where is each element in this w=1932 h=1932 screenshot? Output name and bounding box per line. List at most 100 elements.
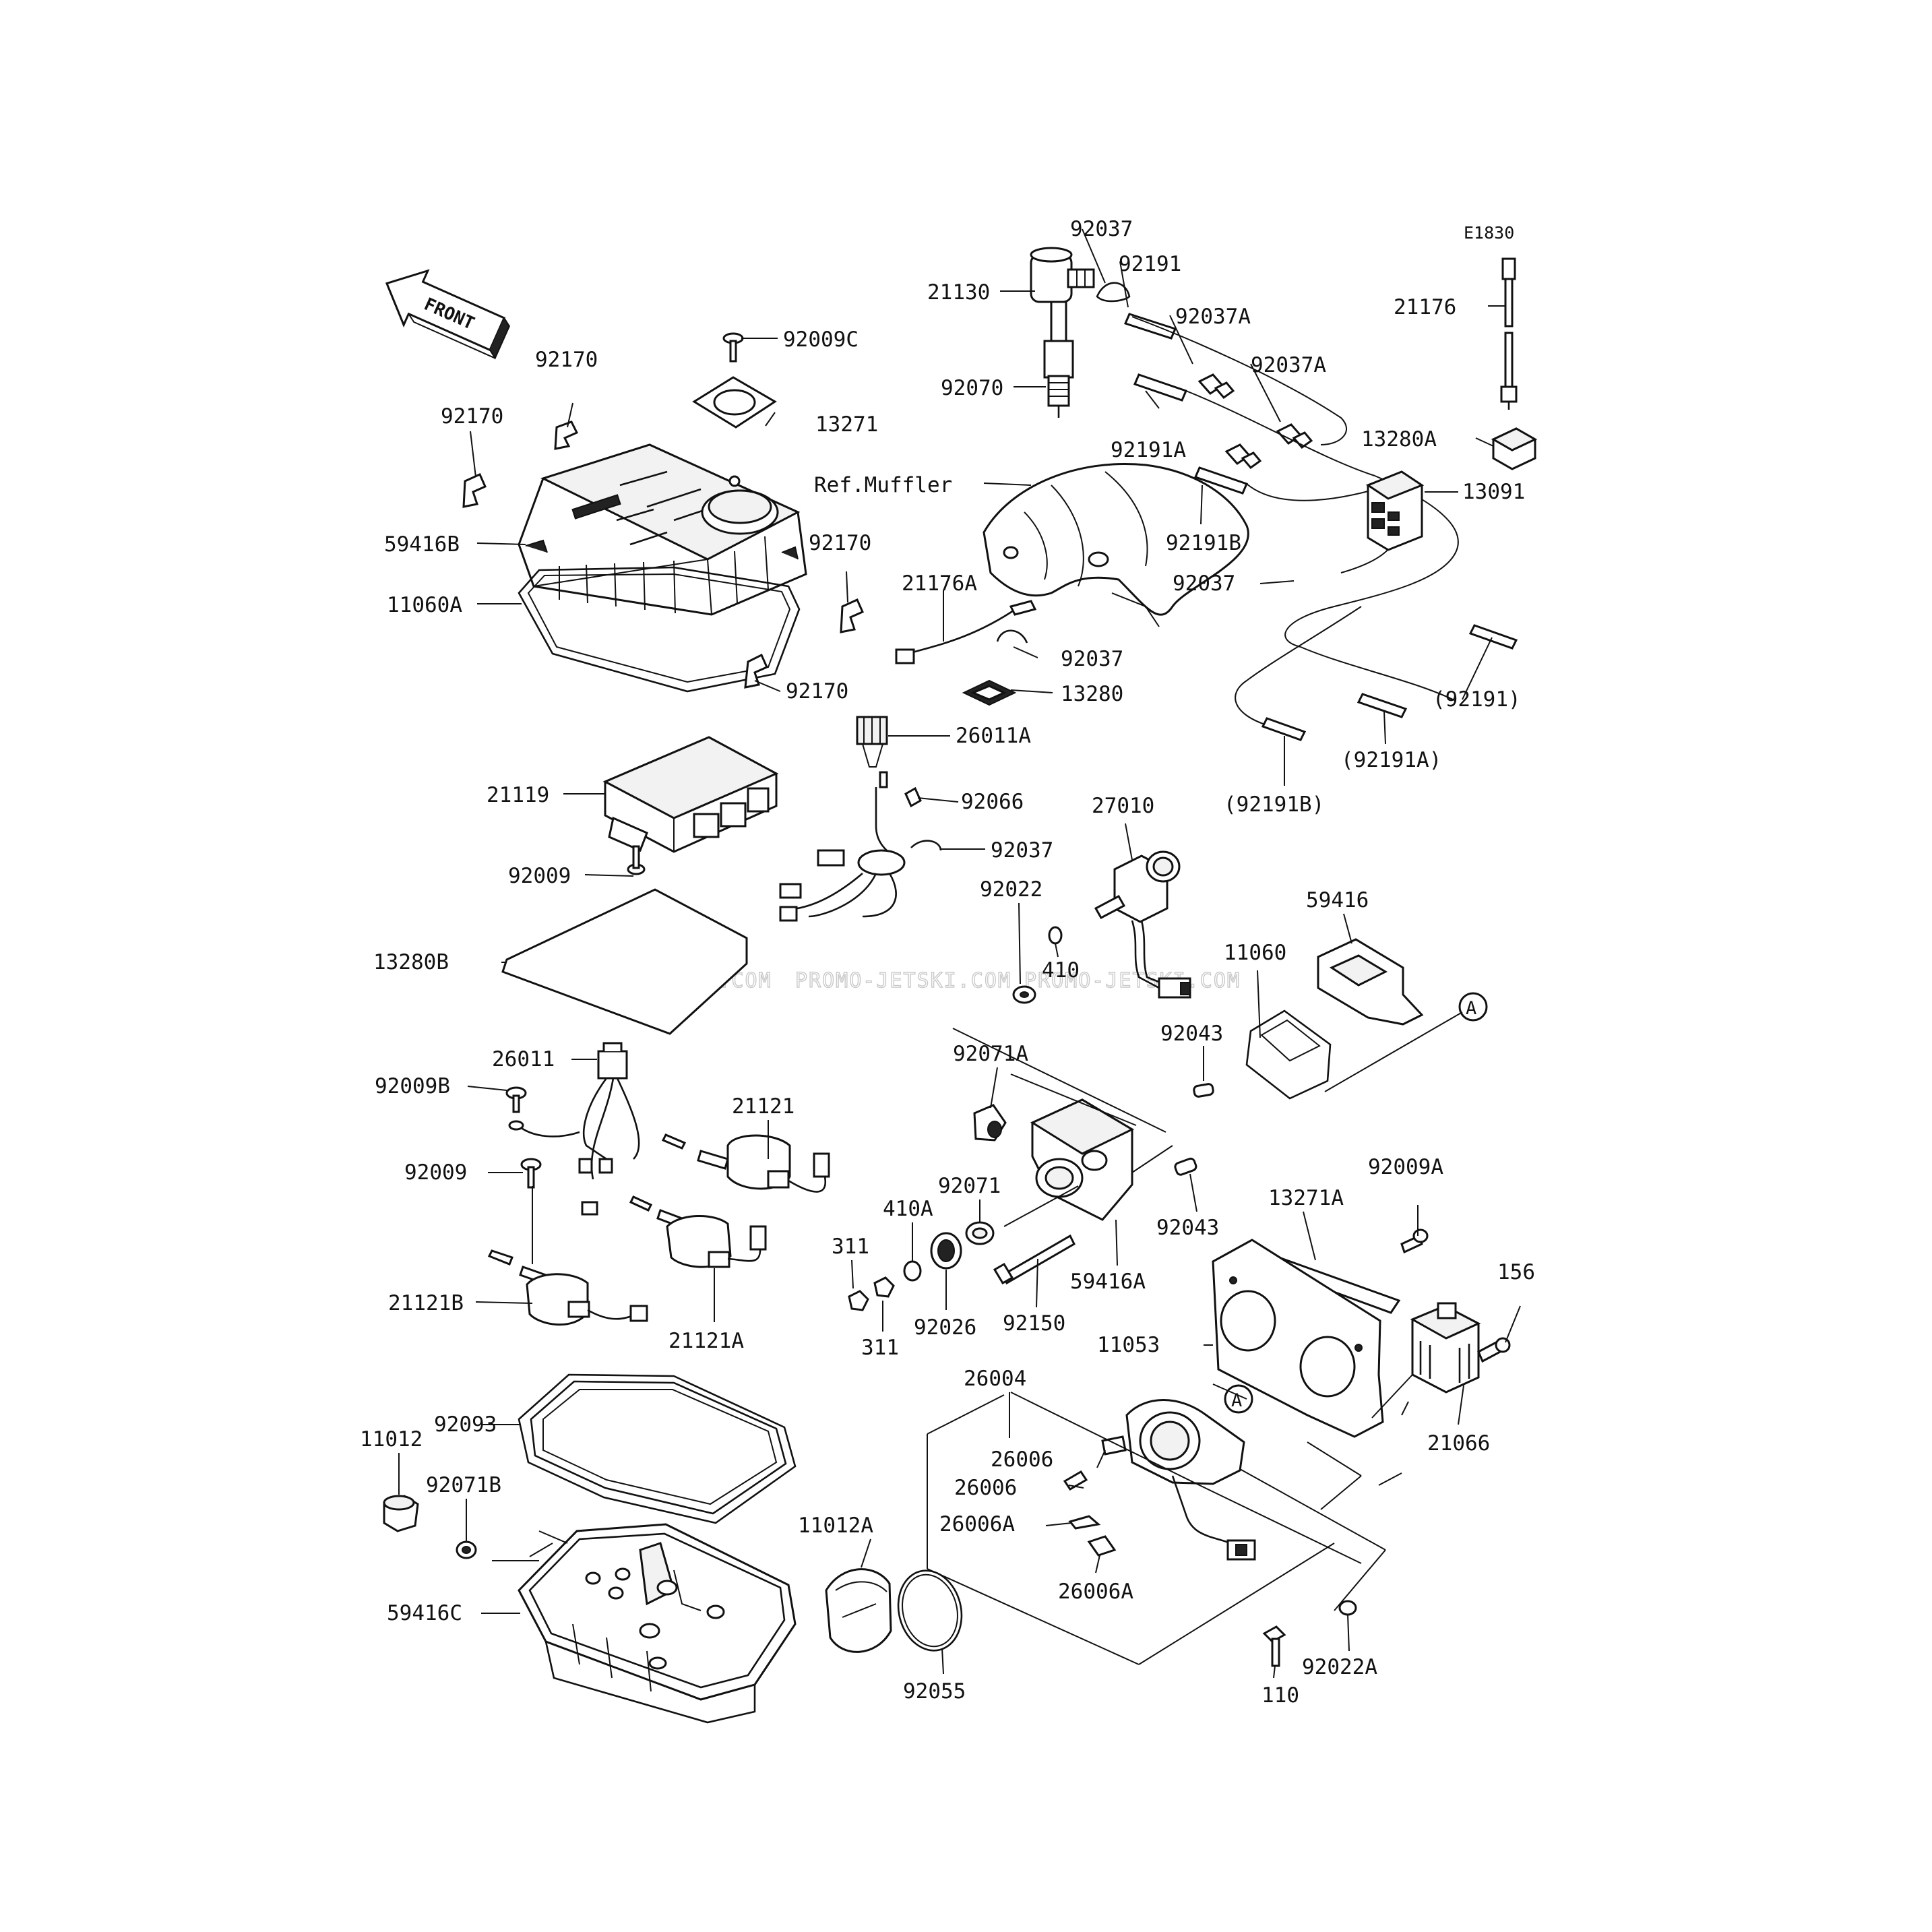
label-92191a-paren: (92191A): [1341, 748, 1441, 772]
cover-59416-icon: [1317, 938, 1424, 1026]
label-92037-a: 92037: [1070, 217, 1133, 241]
label-92170-c: 92170: [809, 531, 871, 555]
label-21176: 21176: [1394, 295, 1456, 319]
label-11060a: 11060A: [387, 593, 462, 617]
label-59416b: 59416B: [384, 532, 460, 557]
part-labels: 92037 92191 21130 92037A 92037A 92070 92…: [360, 217, 1535, 1708]
label-92150: 92150: [1003, 1311, 1065, 1336]
label-59416a: 59416A: [1070, 1270, 1146, 1294]
label-92043-a: 92043: [1160, 1022, 1223, 1046]
diagram-code: E1830: [1464, 223, 1514, 243]
label-ref-muffler: Ref.Muffler: [814, 473, 952, 497]
label-92170-b: 92170: [441, 404, 503, 429]
label-92009c: 92009C: [783, 328, 859, 352]
label-21119: 21119: [487, 783, 549, 807]
wiring-harness: [1131, 316, 1459, 726]
label-92037a-1: 92037A: [1175, 305, 1251, 329]
sensor-21176a-icon: [895, 600, 1037, 664]
label-92022a: 92022A: [1302, 1655, 1377, 1679]
tube-92191-icon: [1123, 313, 1249, 495]
switch-27010-icon: [1094, 850, 1191, 999]
label-92070: 92070: [941, 376, 1003, 400]
label-311-b: 311: [861, 1336, 899, 1360]
grommet-92071b-icon: [456, 1540, 477, 1559]
cdi-box-21119-icon: [602, 736, 779, 853]
label-26011: 26011: [492, 1047, 555, 1071]
label-13280b: 13280B: [373, 950, 449, 974]
label-21066: 21066: [1427, 1431, 1490, 1456]
bolt-92150-icon: [993, 1234, 1076, 1285]
label-92170-a: 92170: [535, 348, 598, 372]
label-59416: 59416: [1306, 888, 1369, 912]
mat-13280b-icon: [501, 888, 748, 1035]
o-ring-92055-icon: [897, 1569, 963, 1652]
label-92037-c: 92037: [1061, 647, 1123, 671]
label-156: 156: [1497, 1260, 1535, 1284]
label-92022: 92022: [980, 877, 1042, 902]
plate-11053-icon: [1212, 1239, 1384, 1438]
watermark-3: PROMO-JETSKI.COM: [1024, 969, 1241, 993]
callout-a-circle: [1458, 992, 1488, 1022]
tube-92191-right-icon: [1261, 624, 1518, 741]
label-26006-a: 26006: [991, 1447, 1053, 1472]
watermark-2: PROMO-JETSKI.COM: [795, 969, 1011, 993]
block-13280a-icon: [1491, 427, 1538, 470]
clamp-92037a-icon: [1197, 373, 1313, 470]
label-21121a: 21121A: [668, 1329, 744, 1353]
label-110: 110: [1261, 1683, 1299, 1708]
label-92071b: 92071B: [426, 1473, 501, 1497]
label-26006a-a: 26006A: [939, 1512, 1015, 1536]
harness-26011a-icon: [779, 716, 906, 922]
coil-21121a-icon: [629, 1195, 767, 1268]
housing-59416a-icon: [1030, 1098, 1135, 1221]
label-311-a: 311: [832, 1235, 869, 1259]
part-drawings: [383, 247, 1538, 1724]
top-cover-59416b-icon: [518, 443, 807, 616]
label-21176a: 21176A: [902, 571, 977, 596]
leader-lines: [398, 228, 1521, 1679]
screw-92009-b-icon: [520, 1158, 542, 1189]
label-92191b: 92191B: [1166, 531, 1241, 555]
label-92037a-2: 92037A: [1251, 353, 1326, 377]
label-92009b: 92009B: [375, 1074, 450, 1098]
muffler-icon: [983, 463, 1249, 627]
label-92009-a: 92009: [508, 864, 571, 888]
label-13271: 13271: [815, 412, 878, 437]
washer-92022-icon: [1012, 985, 1036, 1004]
gasket-11060-icon: [1245, 1009, 1332, 1100]
label-21121b: 21121B: [388, 1291, 464, 1315]
label-13091: 13091: [1462, 480, 1525, 504]
label-92191-paren: (92191): [1433, 687, 1521, 712]
coil-21121b-icon: [487, 1186, 648, 1326]
label-410: 410: [1042, 958, 1080, 983]
label-13280a: 13280A: [1361, 427, 1437, 451]
label-92043-b: 92043: [1156, 1216, 1219, 1240]
regulator-21066-icon: [1410, 1302, 1481, 1394]
label-21130: 21130: [927, 280, 990, 305]
label-92191: 92191: [1119, 252, 1181, 276]
screw-92009c-icon: [722, 332, 744, 363]
gasket-92093-icon: [518, 1373, 797, 1524]
label-11060: 11060: [1224, 941, 1286, 965]
harness-26011-icon: [516, 1042, 640, 1216]
label-59416c: 59416C: [387, 1601, 462, 1625]
label-92037-d: 92037: [991, 838, 1053, 863]
label-92066: 92066: [961, 790, 1024, 814]
junction-13091-icon: [1365, 470, 1425, 551]
label-11012a: 11012A: [798, 1514, 873, 1538]
plug-cap-21130-icon: [1030, 247, 1095, 303]
brush-26006-icon: [1063, 1435, 1127, 1557]
label-92071: 92071: [938, 1174, 1001, 1198]
spark-plug-92070-icon: [1043, 301, 1074, 418]
label-26011a: 26011A: [956, 724, 1031, 748]
lower-case-59416c-icon: [518, 1523, 797, 1724]
cap-11012-icon: [383, 1495, 419, 1532]
label-92037-b: 92037: [1173, 571, 1235, 596]
bolt-110-icon: [1262, 1625, 1286, 1667]
label-92009a: 92009A: [1368, 1155, 1443, 1179]
label-92191a: 92191A: [1111, 438, 1186, 462]
label-26004: 26004: [964, 1367, 1026, 1391]
label-92055: 92055: [903, 1679, 966, 1704]
sensor-21176-icon: [1500, 257, 1518, 410]
